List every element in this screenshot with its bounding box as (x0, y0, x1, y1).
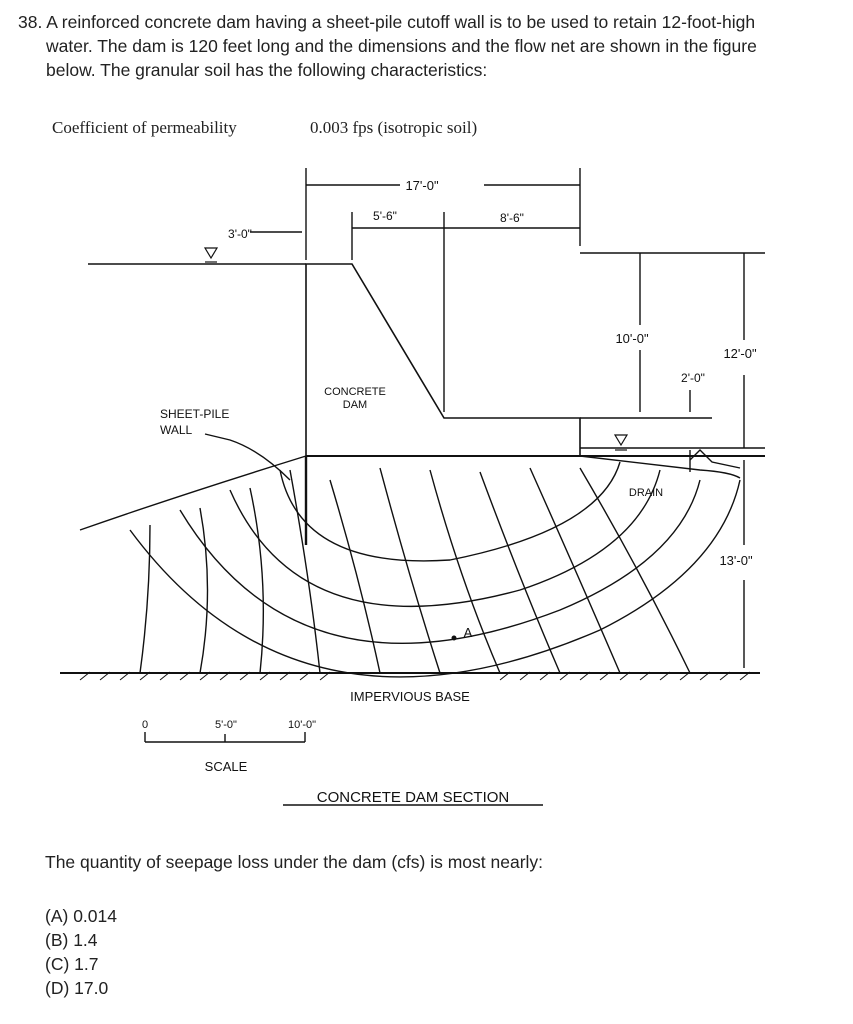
point-a-marker (451, 635, 457, 641)
dam-figure: 17'-0" 5'-6" 8'-6" 3'-0" 10'-0" 12'-0" 2… (0, 150, 853, 840)
choice-b: (B) 1.4 (45, 930, 98, 950)
dim-2ft: 2'-0" (681, 371, 705, 385)
wall-label: WALL (160, 423, 193, 437)
concrete-label: CONCRETE (324, 386, 386, 398)
choice-c: (C) 1.7 (45, 954, 99, 974)
dim-10ft: 10'-0" (615, 331, 649, 346)
permeability-value: 0.003 fps (isotropic soil) (310, 118, 478, 137)
scale-ten: 10'-0" (288, 719, 316, 731)
permeability-row: Coefficient of permeability 0.003 fps (i… (52, 118, 477, 138)
dim-left: 5'-6" (373, 209, 397, 223)
figure-caption: CONCRETE DAM SECTION (317, 789, 510, 806)
drain-label: DRAIN (629, 487, 663, 499)
scale-five: 5'-0" (215, 719, 237, 731)
choice-d: (D) 17.0 (45, 978, 109, 998)
scale-label: SCALE (205, 759, 248, 774)
dam-label: DAM (343, 399, 367, 411)
answer-choices: (A) 0.014 (B) 1.4 (C) 1.7 (D) 17.0 (45, 904, 117, 1000)
question-text: The quantity of seepage loss under the d… (45, 852, 544, 872)
problem-line-2: water. The dam is 120 feet long and the … (46, 36, 757, 56)
problem-statement: 38. A reinforced concrete dam having a s… (18, 10, 838, 82)
permeability-label: Coefficient of permeability (52, 118, 237, 137)
problem-line-3: below. The granular soil has the followi… (46, 60, 488, 80)
dim-right: 8'-6" (500, 211, 524, 225)
choice-a: (A) 0.014 (45, 906, 117, 926)
sheet-pile-label: SHEET-PILE (160, 407, 229, 421)
impervious-label: IMPERVIOUS BASE (350, 689, 470, 704)
dim-12ft: 12'-0" (723, 346, 757, 361)
dim-total: 17'-0" (405, 178, 439, 193)
dim-13ft: 13'-0" (719, 553, 753, 568)
dam-section-drawing: 17'-0" 5'-6" 8'-6" 3'-0" 10'-0" 12'-0" 2… (60, 168, 765, 806)
scale-zero: 0 (142, 719, 148, 731)
point-a-label: A (464, 625, 473, 640)
problem-line-1: 38. A reinforced concrete dam having a s… (18, 12, 756, 32)
dim-3ft: 3'-0" (228, 227, 252, 241)
